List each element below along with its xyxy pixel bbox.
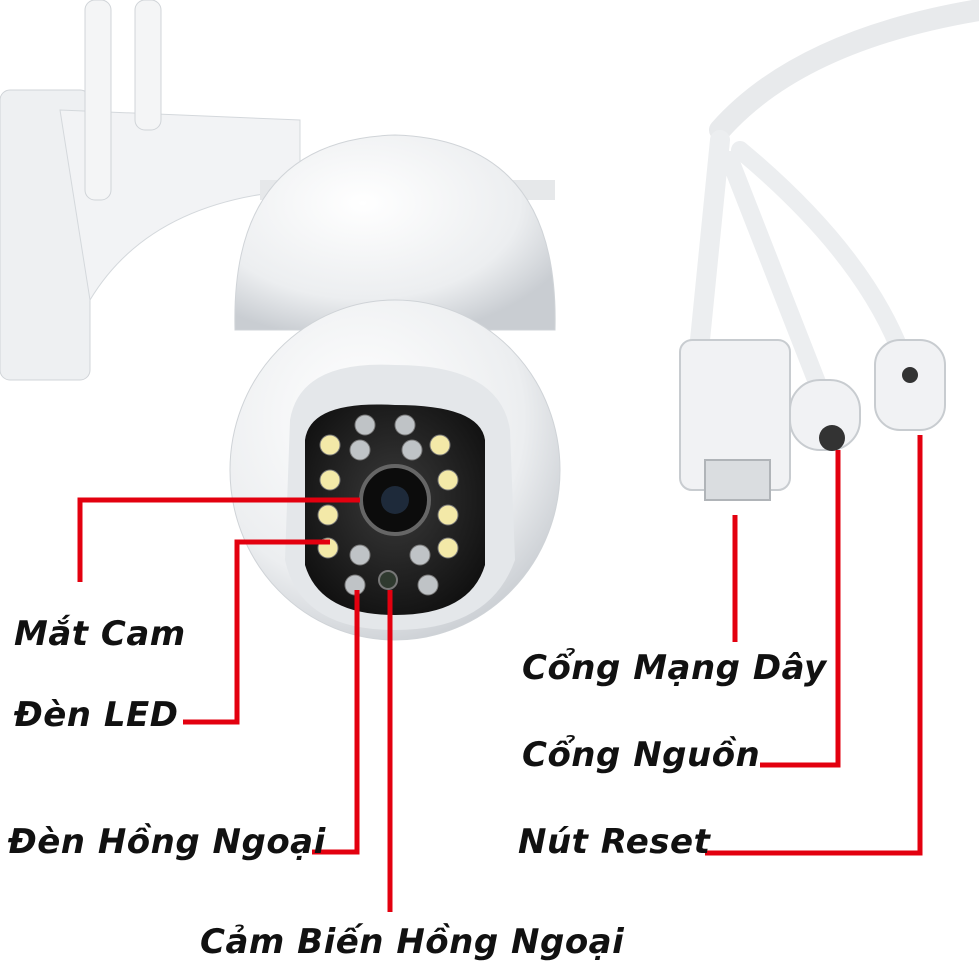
led-bulb	[354, 414, 376, 436]
led-bulb	[437, 504, 459, 526]
ir-sensor	[378, 570, 398, 590]
label-infrared-light: Đèn Hồng Ngoại	[8, 822, 326, 862]
led-bulb	[317, 504, 339, 526]
label-reset-button: Nút Reset	[518, 822, 711, 862]
led-bulb	[394, 414, 416, 436]
cables	[679, 0, 979, 501]
label-led-light: Đèn LED	[14, 695, 179, 735]
led-bulb	[349, 439, 371, 461]
led-bulb	[319, 434, 341, 456]
led-bulb	[437, 469, 459, 491]
label-network-port: Cổng Mạng Dây	[522, 648, 827, 688]
wall-mount	[0, 0, 301, 381]
callout-line-lens	[77, 497, 360, 582]
led-bulb	[319, 469, 341, 491]
reset-connector	[874, 339, 946, 431]
label-camera-lens: Mắt Cam	[14, 614, 186, 654]
led-bulb	[401, 439, 423, 461]
callout-line-reset	[705, 435, 923, 856]
led-bulb	[437, 537, 459, 559]
callout-line-led	[183, 539, 330, 725]
led-bulb	[429, 434, 451, 456]
antenna-left	[84, 0, 112, 201]
led-bulb	[417, 574, 439, 596]
led-bulb	[409, 544, 431, 566]
antenna-right	[134, 0, 162, 131]
callout-line-power-port	[760, 450, 841, 768]
label-infrared-sensor: Cảm Biến Hồng Ngoại	[200, 922, 625, 962]
led-bulb	[349, 544, 371, 566]
label-power-port: Cổng Nguồn	[522, 735, 761, 775]
callout-line-infrared-light	[312, 590, 360, 855]
callout-lines	[77, 435, 923, 912]
camera-body	[229, 134, 561, 641]
